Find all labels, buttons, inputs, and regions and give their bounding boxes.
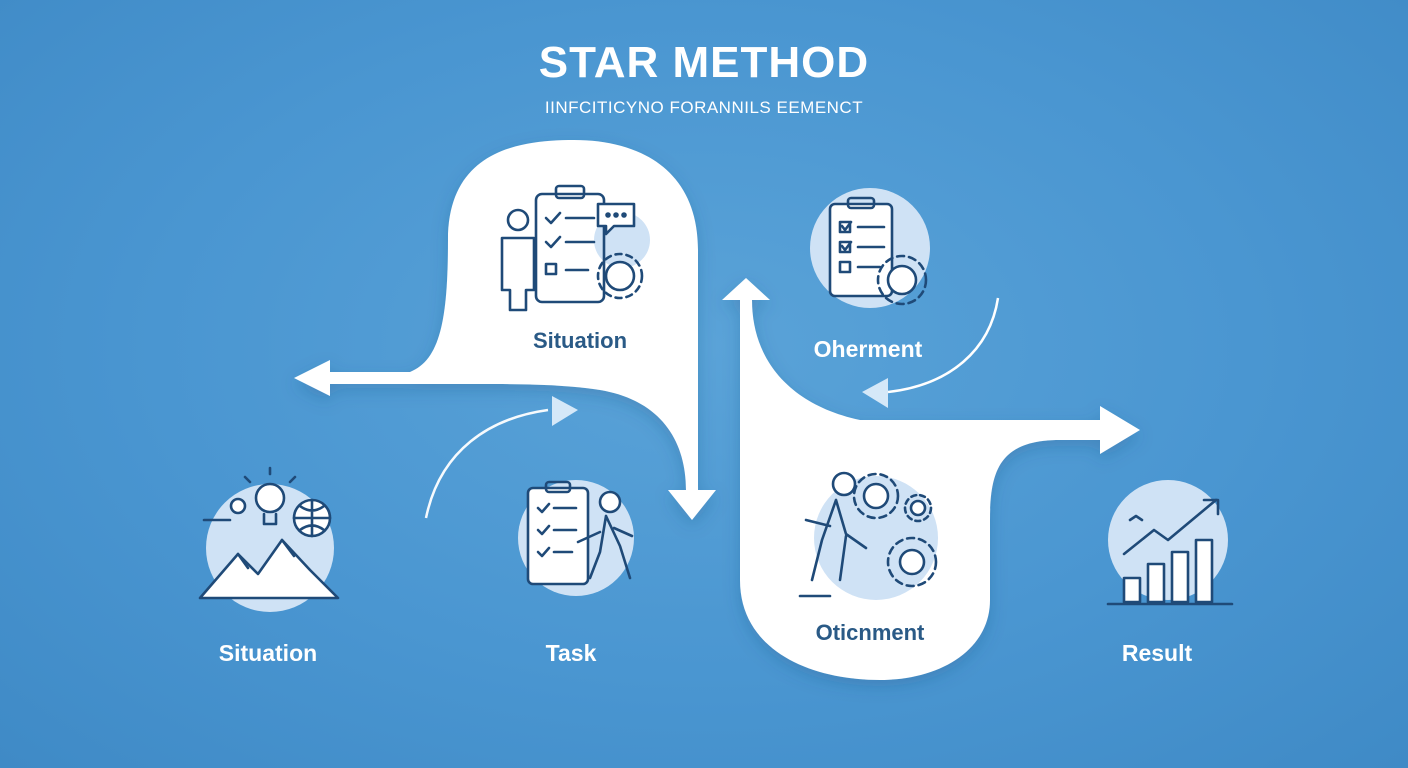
right-ribbon (722, 278, 1140, 680)
top-right-arrowhead (862, 378, 888, 408)
task-arrowhead (552, 396, 578, 426)
bottom-right-card-label: Oticnment (815, 620, 925, 645)
bar-chart-growth-icon (1106, 480, 1234, 606)
walking-person-gears-icon (798, 471, 938, 600)
mountains-lightbulb-globe-icon (198, 466, 340, 612)
clipboard-person-icon (518, 480, 634, 596)
clipboard-gear-icon (810, 188, 930, 308)
task-curved-arrow (424, 408, 549, 519)
top-right-curved-arrow (887, 297, 1000, 394)
page-title: STAR METHOD (538, 38, 870, 87)
person-clipboard-gear-icon (500, 184, 650, 312)
top-right-card-label: Oherment (813, 336, 923, 362)
step-task-label: Task (545, 640, 597, 666)
top-left-card-label: Situation (532, 328, 628, 353)
step-result-label: Result (1121, 640, 1193, 666)
step-situation-label: Situation (218, 640, 318, 666)
page-subtitle: IINFCITICYNO FORANNILS EEMENCT (544, 98, 864, 117)
